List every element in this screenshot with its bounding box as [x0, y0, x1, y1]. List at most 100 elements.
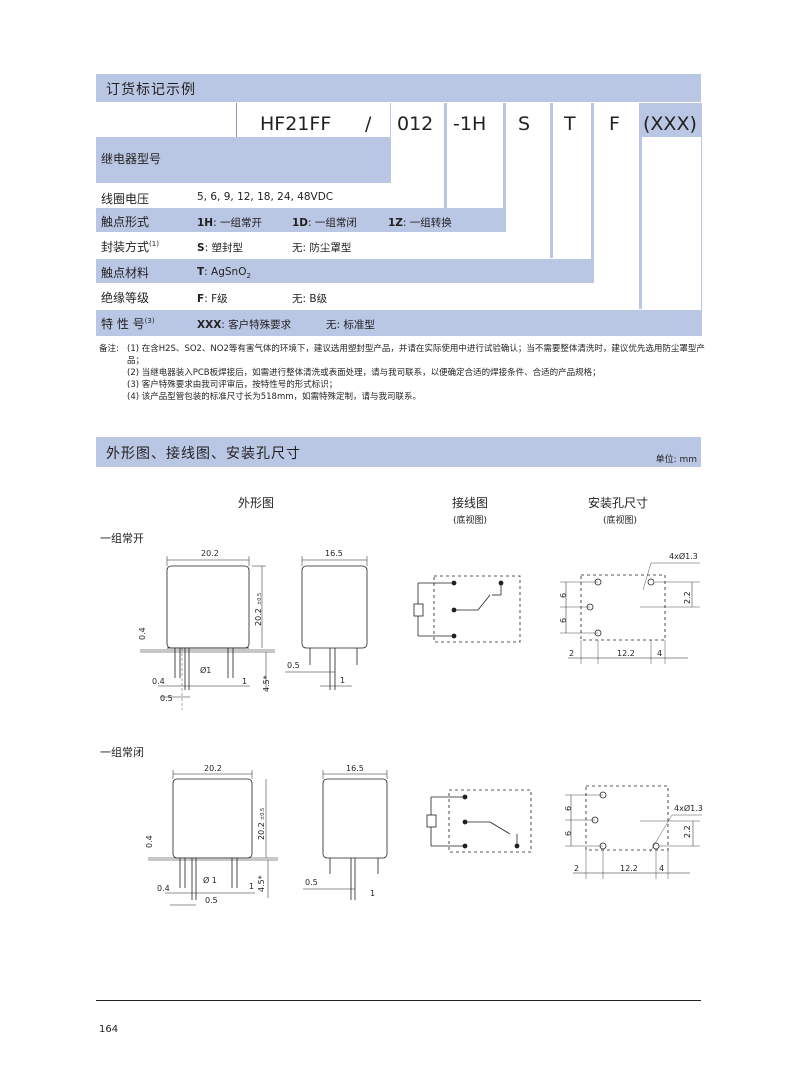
- dim-w165-1: 16.5: [325, 549, 343, 558]
- footer-rule: [96, 1000, 701, 1001]
- sub-t: 2: [246, 272, 251, 281]
- code-cell-1h: [447, 103, 503, 137]
- key-f: F: [197, 293, 205, 305]
- dim-s6b-2: 6: [564, 831, 573, 836]
- dim-s2-2: 2: [574, 864, 579, 873]
- row-value-insulation-none: 无: B级: [292, 293, 328, 305]
- code-cell-012: [391, 103, 444, 137]
- text-f: : F级: [204, 293, 228, 305]
- dim-s4-2: 4: [659, 864, 664, 873]
- row-bg-contact: [96, 208, 503, 232]
- text-t: : AgSnO: [204, 266, 247, 278]
- dim-s122-1: 12.2: [617, 649, 635, 658]
- notes-prefix: 备注:: [99, 344, 119, 354]
- divider-special: [639, 103, 642, 309]
- row-label-contact: 触点形式: [101, 215, 150, 229]
- group-label-nc: 一组常闭: [100, 746, 144, 759]
- label-special-text: 特 性 号: [101, 317, 145, 331]
- note-4: (4) 该产品型管包装的标准尺寸长为518mm，如需特殊定制，请与我司联系。: [127, 392, 422, 402]
- code-slash: /: [365, 113, 372, 135]
- code-special: (XXX): [643, 113, 697, 135]
- divider-contact: [444, 103, 447, 208]
- dim-d04-1: 0.4: [138, 627, 147, 640]
- dim-d1-1: 1: [242, 677, 247, 686]
- dim-s2-1: 2: [569, 649, 574, 658]
- dim-s22-2: 2.2: [683, 825, 692, 838]
- dim-h202-2: 20.2: [257, 822, 266, 840]
- code-white-gap: [236, 103, 391, 137]
- key-xxx: XXX: [197, 319, 222, 331]
- order-section-header: 订货标记示例: [96, 74, 701, 102]
- code-contact: -1H: [453, 113, 487, 135]
- order-section-title: 订货标记示例: [106, 82, 196, 98]
- row-bg-coil: [96, 186, 444, 208]
- row-value-insulation-f: F: F级: [197, 291, 228, 306]
- dim-phi1-1: Ø1: [200, 665, 211, 675]
- row-value-package-s: S: 塑封型: [197, 240, 243, 255]
- dim-s6a-2: 6: [564, 806, 573, 811]
- dim-d1s-2: 1: [370, 889, 375, 898]
- outline-side-2: [322, 778, 388, 859]
- dim-pin-2: 4.5*: [257, 875, 266, 892]
- row-label-package: 封装方式(1): [101, 238, 159, 255]
- dim-hole-2: 4xØ1.3: [674, 803, 703, 813]
- row-value-package-none: 无: 防尘罩型: [292, 242, 352, 254]
- key-1z: 1Z: [388, 217, 403, 229]
- dim-s4-1: 4: [657, 649, 662, 658]
- outline-front-2: [172, 778, 253, 859]
- outline-side: [301, 565, 368, 649]
- code-block-left: [96, 103, 236, 137]
- code-cell-f: [594, 103, 639, 137]
- col-sub-holes: (底视图): [603, 516, 638, 526]
- dim-h202-1: 20.2: [254, 608, 263, 626]
- dims-unit: 单位: mm: [655, 455, 697, 465]
- dim-tol-2: ±0.5: [260, 808, 266, 820]
- row-value-coil: 5, 6, 9, 12, 18, 24, 48VDC: [197, 191, 334, 203]
- wiring-box-1: [433, 575, 521, 643]
- row-value-contact-1z: 1Z: 一组转换: [388, 215, 452, 230]
- drawings-group-1: 20.2 20.2 ±0.5 0.4 Ø1 0.4 0.5 1 4.5* 16.…: [138, 549, 700, 710]
- dim-d04-2: 0.4: [145, 835, 154, 848]
- dim-s122-2: 12.2: [620, 864, 638, 873]
- divider-package: [503, 103, 506, 232]
- wiring-box-2: [448, 789, 532, 853]
- code-cell-t: [553, 103, 591, 137]
- col-title-outline: 外形图: [238, 496, 275, 510]
- dim-d04b-2: 0.4: [157, 884, 170, 893]
- divider-material: [550, 103, 553, 258]
- code-model: HF21FF: [260, 113, 332, 135]
- text-1z: : 一组转换: [402, 217, 452, 229]
- divider-coil: [390, 103, 391, 183]
- col-sub-wiring: (底视图): [453, 516, 488, 526]
- key-t: T: [197, 266, 205, 278]
- key-1h: 1H: [197, 217, 214, 229]
- dims-section-header: 外形图、接线图、安装孔尺寸 单位: mm: [96, 437, 701, 467]
- dim-d05-2: 0.5: [205, 896, 218, 905]
- code-material: T: [564, 113, 576, 135]
- dim-phi1-2: Ø 1: [203, 875, 217, 885]
- dim-w165-2: 16.5: [346, 764, 364, 773]
- note-2: (2) 当继电器装入PCB板焊接后，如需进行整体清洗或表面处理，请与我司联系，以…: [127, 368, 601, 378]
- row-label-coil: 线圈电压: [101, 192, 150, 206]
- code-voltage: 012: [397, 113, 434, 135]
- page-number: 164: [99, 1024, 119, 1035]
- code-package: S: [518, 113, 531, 135]
- row-value-contact-1h: 1H: 一组常开: [197, 215, 262, 230]
- text-xxx: : 客户特殊要求: [221, 319, 292, 331]
- dims-section-title: 外形图、接线图、安装孔尺寸: [106, 446, 301, 462]
- col-title-holes: 安装孔尺寸: [588, 496, 649, 510]
- dim-tol-1: ±0.5: [257, 593, 263, 605]
- dim-d1s-1: 1: [340, 676, 345, 685]
- row-value-contact-1d: 1D: 一组常闭: [292, 215, 357, 230]
- row-bg-insulation: [96, 285, 639, 309]
- dim-d04b-1: 0.4: [152, 677, 165, 686]
- dim-s6b-1: 6: [559, 618, 568, 623]
- dim-d05-1: 0.5: [160, 694, 173, 703]
- row-label-model: 继电器型号: [101, 152, 162, 166]
- label-package-text: 封装方式: [101, 240, 150, 254]
- row-bg-model: [96, 137, 390, 183]
- group-label-no: 一组常开: [100, 532, 144, 545]
- holes-box-1: [580, 574, 666, 641]
- row-bg-material: [96, 259, 591, 283]
- dim-s22-1: 2.2: [683, 591, 692, 604]
